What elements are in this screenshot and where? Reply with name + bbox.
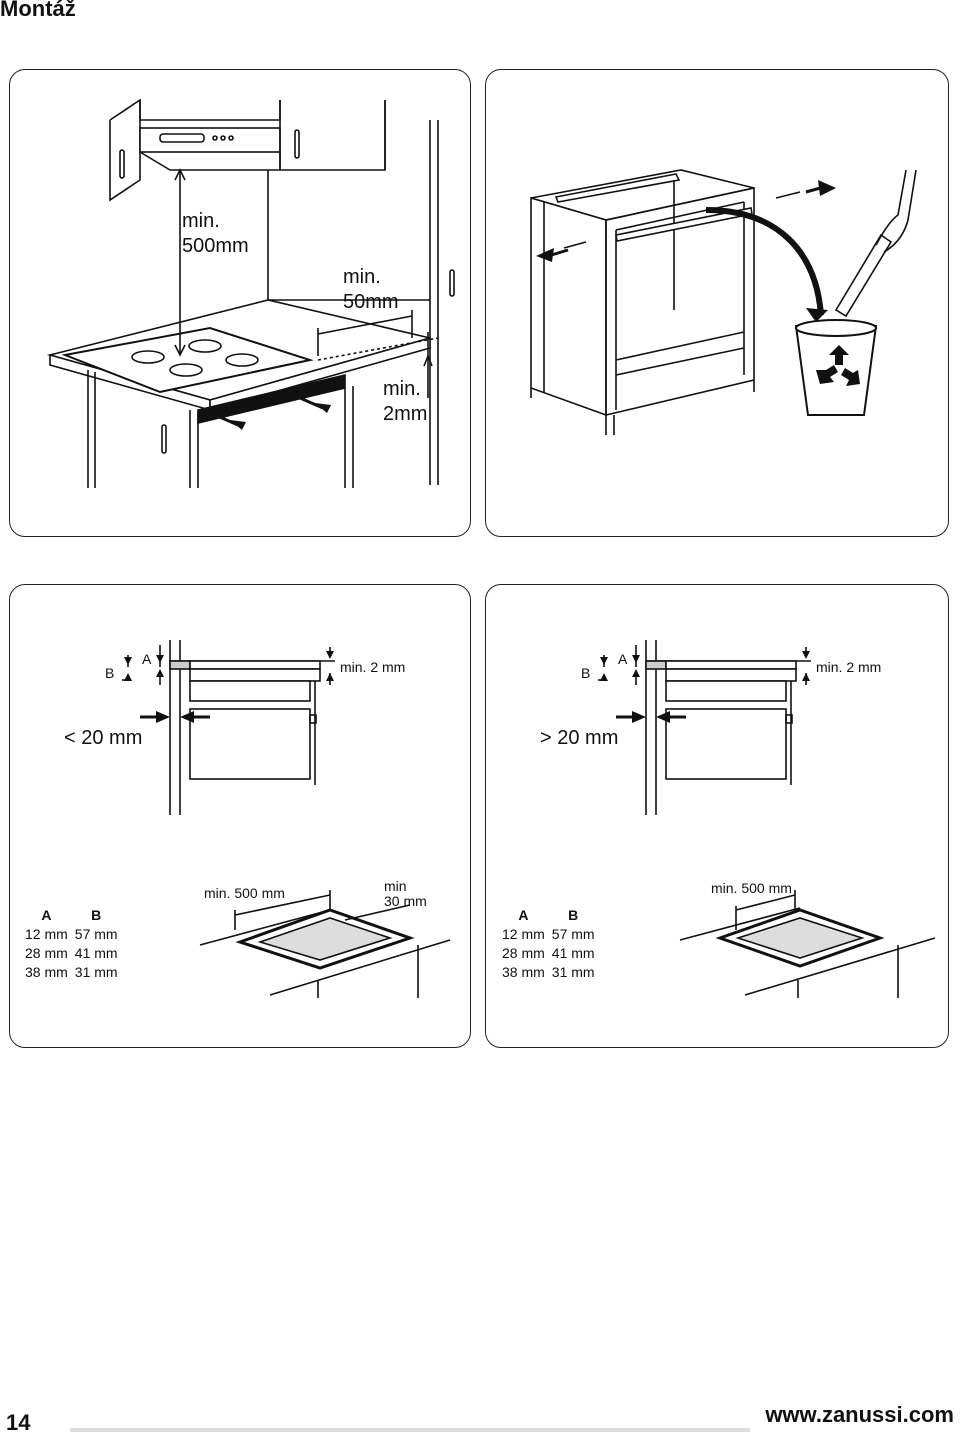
- table-cell: 28 mm: [25, 945, 68, 961]
- table-header-b: B: [568, 907, 579, 923]
- table-cell: 12 mm: [25, 926, 68, 942]
- large-gap-label-a: A: [618, 651, 628, 667]
- table-header-b: B: [91, 907, 102, 923]
- table-cell: 41 mm: [74, 945, 118, 961]
- large-gap-cross-section: [598, 640, 811, 815]
- table-row: 38 mm 31 mm: [25, 963, 125, 982]
- panel-large-gap: B A min. 2 mm > 20 mm: [485, 584, 949, 1048]
- table-cell: 12 mm: [502, 926, 545, 942]
- table-row: 28 mm 41 mm: [25, 944, 125, 963]
- large-gap-min-gap: min. 2 mm: [816, 659, 882, 675]
- table1-min-30-line2: 30 mm: [384, 893, 427, 909]
- hob-cutout-right-illustration: [679, 890, 936, 998]
- small-gap-min-gap: min. 2 mm: [340, 659, 406, 675]
- table-header-a: A: [518, 907, 529, 923]
- kitchen-installation-illustration: [46, 98, 455, 488]
- table-header-a: A: [41, 907, 52, 923]
- table-row: 38 mm 31 mm: [502, 963, 602, 982]
- table-cell: 57 mm: [74, 926, 118, 942]
- table-cell: 31 mm: [74, 964, 118, 980]
- hood-min-label-line1: min.: [182, 210, 220, 232]
- table-row: 28 mm 41 mm: [502, 944, 602, 963]
- small-gap-cross-section: [122, 640, 335, 815]
- dimension-table-left: A B 12 mm 57 mm 28 mm 41 mm 38 mm 31 mm: [25, 906, 125, 982]
- panel-hood-clearance: min. 500mm min. 50mm min. 2mm: [9, 69, 471, 537]
- gap-min-label-line2: 2mm: [383, 403, 428, 425]
- table-cell: 57 mm: [551, 926, 595, 942]
- wall-min-label-line1: min.: [343, 266, 381, 288]
- panel-remove-crossbar: [485, 69, 949, 537]
- table-cell: 31 mm: [551, 964, 595, 980]
- panel-small-gap: B A min. 2 mm < 20 mm: [9, 584, 471, 1048]
- page-number: 14: [6, 1410, 31, 1435]
- table1-min-30-line1: min: [384, 878, 407, 894]
- table2-min-500: min. 500 mm: [711, 880, 792, 896]
- hob-cutout-left-illustration: [199, 890, 451, 998]
- large-gap-label-b: B: [581, 665, 591, 681]
- table-cell: 28 mm: [502, 945, 545, 961]
- small-gap-label-b: B: [105, 665, 115, 681]
- page-title: Montáž: [0, 0, 76, 21]
- website-link[interactable]: www.zanussi.com: [765, 1402, 954, 1427]
- table-cell: 38 mm: [502, 964, 545, 980]
- hood-min-label-line2: 500mm: [182, 235, 249, 257]
- table-cell: 38 mm: [25, 964, 68, 980]
- footer-divider: [70, 1428, 750, 1432]
- wall-min-label-line2: 50mm: [343, 291, 399, 313]
- table-row: 12 mm 57 mm: [25, 925, 125, 944]
- gap-min-label-line1: min.: [383, 378, 421, 400]
- small-gap-distance: < 20 mm: [64, 727, 143, 749]
- small-gap-label-a: A: [142, 651, 152, 667]
- table-row: 12 mm 57 mm: [502, 925, 602, 944]
- table-cell: 41 mm: [551, 945, 595, 961]
- dimension-table-right: A B 12 mm 57 mm 28 mm 41 mm 38 mm 31 mm: [502, 906, 602, 982]
- cabinet-recycling-illustration: [530, 169, 917, 435]
- table1-min-500: min. 500 mm: [204, 885, 285, 901]
- large-gap-distance: > 20 mm: [540, 727, 619, 749]
